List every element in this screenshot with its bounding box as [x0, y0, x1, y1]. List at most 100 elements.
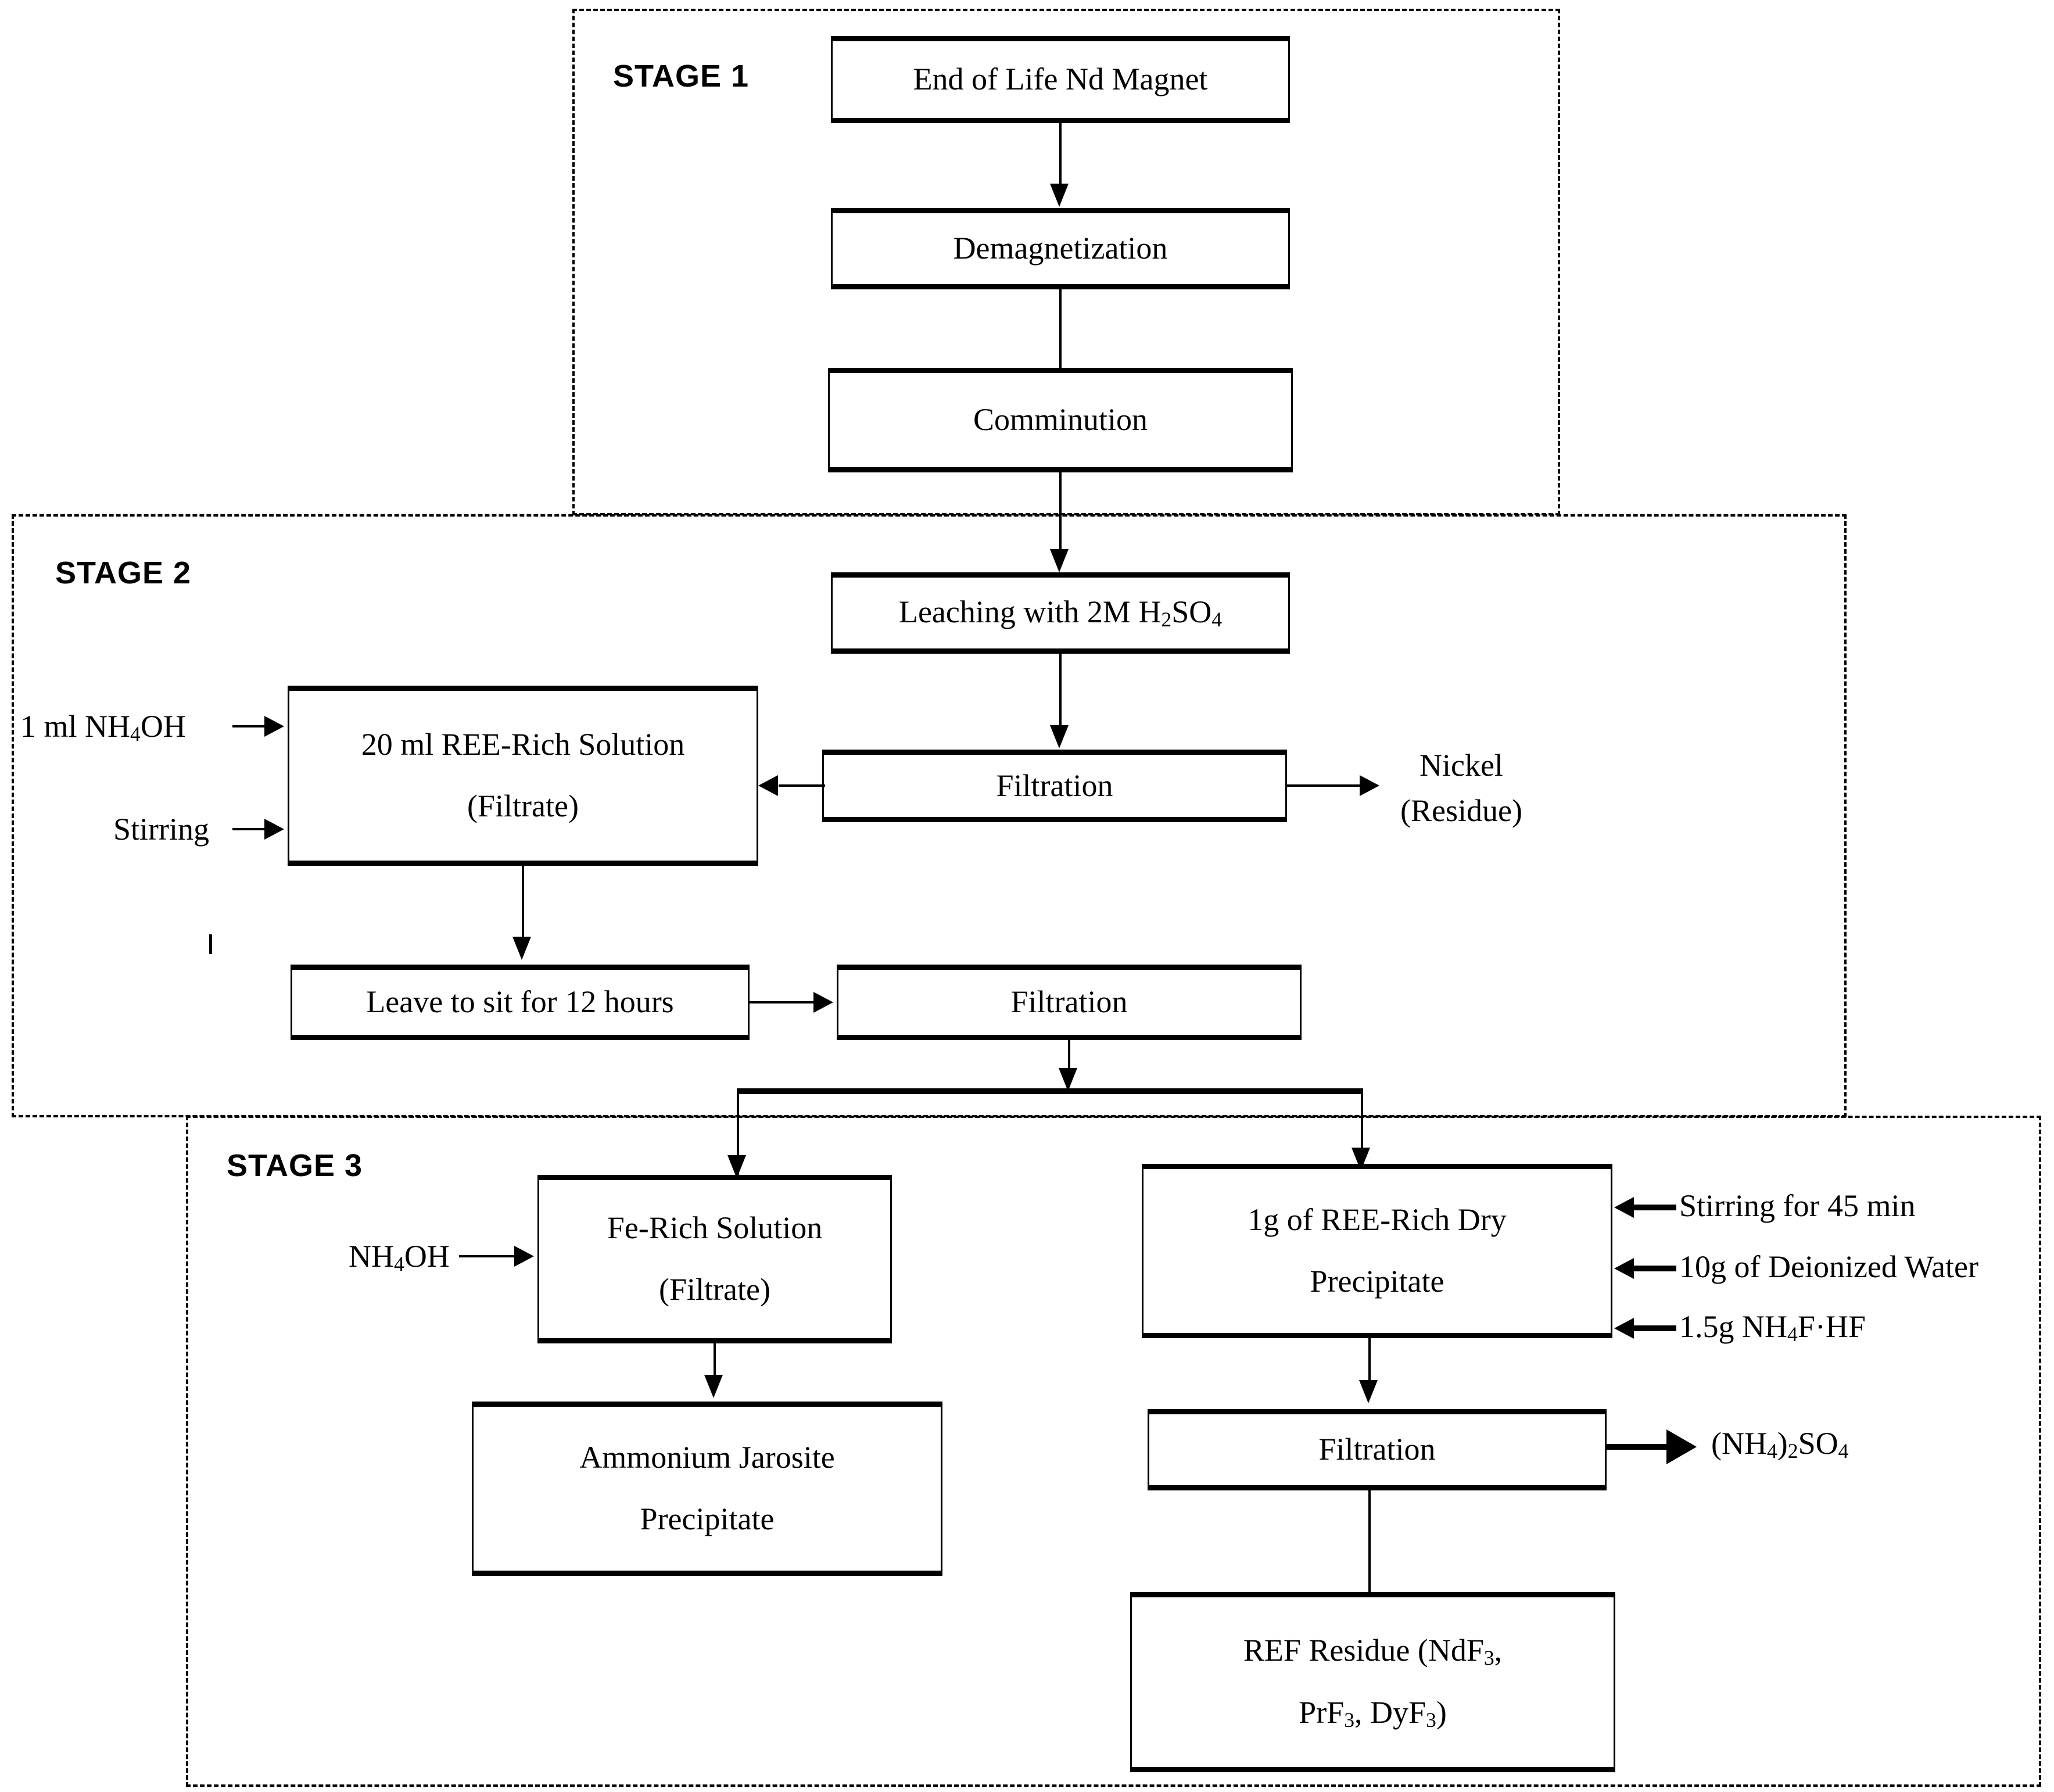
- ref-sub-3: 3: [1426, 1708, 1436, 1732]
- sulphate-sub-1: 4: [1766, 1439, 1777, 1463]
- connector-precipitate-to-filtration3: [1368, 1338, 1371, 1385]
- sulphate-sub-2: 2: [1787, 1439, 1798, 1463]
- arrowhead-right: [813, 992, 833, 1013]
- leaching-text-b: SO: [1171, 594, 1212, 630]
- ref-sub-2: 3: [1344, 1708, 1355, 1732]
- arrowhead-left: [1614, 1258, 1634, 1279]
- ref-text-a: REF Residue (NdF: [1243, 1632, 1484, 1668]
- node-ref-residue[interactable]: REF Residue (NdF3, PrF3, DyF3): [1130, 1592, 1615, 1772]
- node-label: Filtration: [1318, 1432, 1436, 1467]
- arrowhead-right: [264, 819, 284, 840]
- node-leaching[interactable]: Leaching with 2M H2SO4: [831, 572, 1290, 654]
- arrowhead-right: [1360, 775, 1379, 796]
- sulphate-sub-3: 4: [1838, 1439, 1849, 1463]
- node-sublabel: Precipitate: [1310, 1264, 1444, 1299]
- ref-text-e: ): [1436, 1695, 1447, 1730]
- leaching-text-a: Leaching with 2M H: [898, 594, 1162, 630]
- nh4fhf-sub: 4: [1787, 1323, 1798, 1346]
- arrowhead-left: [1614, 1318, 1634, 1339]
- input-stirring-45min-label: Stirring for 45 min: [1679, 1188, 1916, 1223]
- nh4oh-prefix: NH: [349, 1239, 394, 1274]
- node-filtration-1[interactable]: Filtration: [822, 750, 1287, 822]
- node-demagnetization[interactable]: Demagnetization: [831, 208, 1290, 289]
- node-label: Ammonium Jarosite: [579, 1440, 835, 1475]
- arrowhead-down: [704, 1375, 723, 1398]
- node-comminution[interactable]: Comminution: [828, 368, 1293, 472]
- input-nh4f-hf-label: 1.5g NH4F·HF: [1679, 1308, 1866, 1347]
- output-ammonium-sulphate: (NH4)2SO4: [1711, 1425, 1848, 1464]
- connector-leaching-to-filtration1: [1059, 654, 1062, 729]
- arrowhead-down: [1050, 549, 1069, 572]
- node-end-of-life-magnet[interactable]: End of Life Nd Magnet: [831, 36, 1290, 123]
- node-ammonium-jarosite[interactable]: Ammonium Jarosite Precipitate: [472, 1402, 942, 1576]
- node-ree-dry-precipitate[interactable]: 1g of REE-Rich Dry Precipitate: [1142, 1164, 1612, 1338]
- connector-filtration2-down: [1068, 1040, 1070, 1087]
- ref-sub-1: 3: [1483, 1646, 1494, 1669]
- arrowhead-left: [1614, 1197, 1634, 1218]
- input-deionized-water-label: 10g of Deionized Water: [1679, 1249, 1978, 1284]
- sulphate-prefix: (NH: [1711, 1426, 1767, 1461]
- ref-text-d: , DyF: [1354, 1695, 1426, 1730]
- arrowhead-right-thick: [1666, 1429, 1697, 1464]
- nh4oh-1ml-suffix: OH: [140, 709, 186, 744]
- connector-stirring-45min: [1633, 1205, 1676, 1210]
- stage-3-label: STAGE 3: [227, 1148, 363, 1183]
- arrowhead-left: [758, 775, 778, 796]
- connector-comminution-to-leaching: [1059, 472, 1062, 557]
- split-bus: [737, 1088, 1363, 1094]
- connector-magnet-to-demag: [1059, 123, 1062, 185]
- node-label: REF Residue (NdF3,: [1243, 1632, 1502, 1670]
- node-fe-rich-solution[interactable]: Fe-Rich Solution (Filtrate): [537, 1175, 892, 1343]
- sulphate-mid2: SO: [1798, 1426, 1838, 1461]
- stray-tick-mark: [209, 934, 212, 954]
- connector-leave-to-filtration2: [750, 1001, 818, 1003]
- nickel-line2: (Residue): [1400, 793, 1522, 829]
- nh4oh-sub: 4: [394, 1252, 404, 1276]
- node-ree-rich-solution[interactable]: 20 ml REE-Rich Solution (Filtrate): [288, 686, 758, 866]
- arrowhead-down: [1359, 1380, 1378, 1403]
- node-label: 20 ml REE-Rich Solution: [361, 727, 685, 762]
- stage-1-label: STAGE 1: [613, 59, 750, 94]
- node-sublabel: (Filtrate): [659, 1272, 770, 1307]
- connector-ree-to-leave: [522, 866, 524, 941]
- node-sublabel: PrF3, DyF3): [1299, 1694, 1447, 1732]
- node-sublabel: (Filtrate): [467, 789, 579, 823]
- node-label: Fe-Rich Solution: [607, 1210, 823, 1246]
- sulphate-mid: ): [1777, 1426, 1788, 1461]
- nh4oh-suffix: OH: [404, 1239, 450, 1274]
- arrowhead-down: [727, 1155, 746, 1178]
- connector-filtration1-to-nickel: [1287, 784, 1363, 787]
- node-sublabel: Precipitate: [640, 1501, 775, 1536]
- connector-filtration3-to-ref: [1368, 1490, 1371, 1595]
- output-nickel-residue: Nickel (Residue): [1400, 743, 1522, 834]
- node-label: Filtration: [1010, 984, 1128, 1020]
- input-stirring-label: Stirring: [113, 812, 210, 847]
- arrowhead-down: [1050, 725, 1069, 748]
- node-leave-to-sit[interactable]: Leave to sit for 12 hours: [291, 965, 750, 1040]
- connector-nh4f-hf: [1633, 1325, 1676, 1331]
- node-label: 1g of REE-Rich Dry: [1248, 1202, 1507, 1238]
- node-label: Leave to sit for 12 hours: [366, 984, 674, 1020]
- nh4fhf-suffix: F·HF: [1797, 1309, 1866, 1344]
- stage-3-container: [186, 1116, 2041, 1787]
- ref-text-c: PrF: [1299, 1695, 1345, 1730]
- nh4oh-1ml-sub: 4: [130, 722, 141, 746]
- connector-split-right: [1361, 1088, 1363, 1173]
- nh4fhf-prefix: 1.5g NH: [1679, 1309, 1787, 1344]
- arrowhead-down: [512, 937, 531, 960]
- nh4oh-1ml-prefix: 1 ml NH: [20, 709, 130, 744]
- node-label: Leaching with 2M H2SO4: [899, 594, 1222, 632]
- arrowhead-right: [514, 1246, 534, 1267]
- node-label: Comminution: [973, 402, 1148, 438]
- input-nh4oh-label: NH4OH: [349, 1238, 450, 1277]
- connector-demag-to-comminution: [1059, 289, 1062, 368]
- node-filtration-3[interactable]: Filtration: [1148, 1409, 1607, 1490]
- nickel-line1: Nickel: [1419, 748, 1503, 783]
- node-filtration-2[interactable]: Filtration: [837, 965, 1302, 1040]
- node-label: End of Life Nd Magnet: [913, 62, 1208, 97]
- input-nh4oh-1ml-label: 1 ml NH4OH: [20, 708, 186, 747]
- arrowhead-right: [264, 716, 284, 737]
- ref-text-b: ,: [1494, 1632, 1503, 1668]
- connector-deionized-water: [1633, 1266, 1676, 1271]
